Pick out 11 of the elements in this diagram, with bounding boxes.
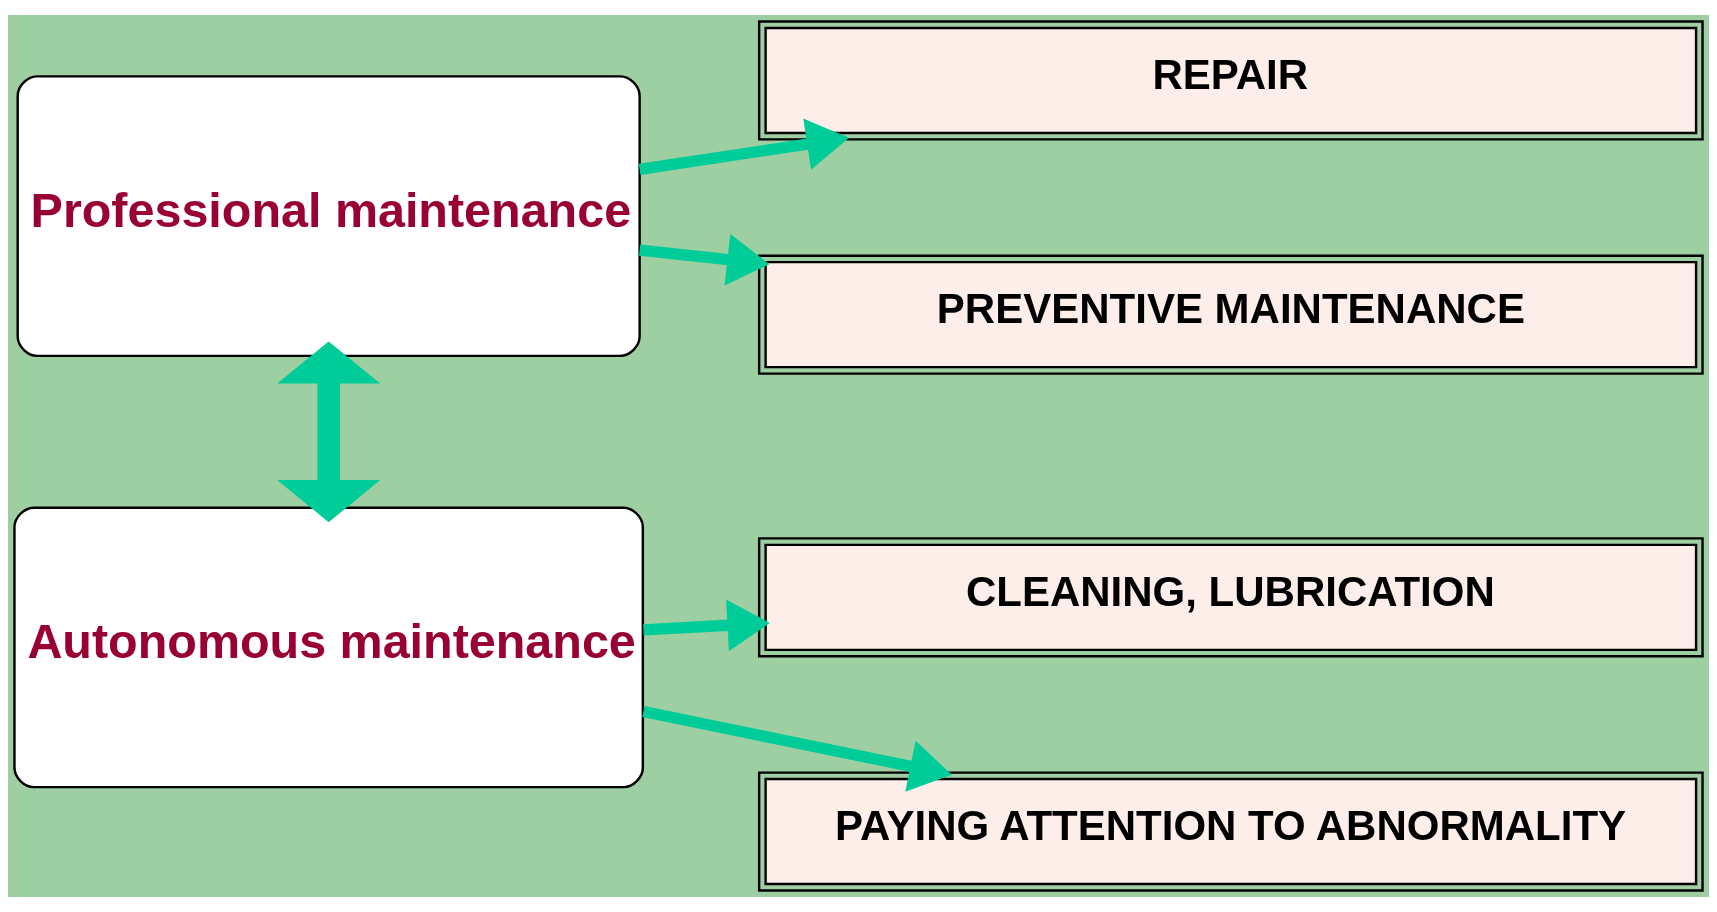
arrow xyxy=(277,341,381,523)
arrow xyxy=(639,233,770,286)
arrow xyxy=(638,118,849,175)
arrow xyxy=(642,706,952,792)
node-box: Autonomous maintenance xyxy=(13,506,645,789)
node-box: Professional maintenance xyxy=(16,75,641,358)
node-box: PREVENTIVE MAINTENANCE xyxy=(757,254,1704,375)
node-box: CLEANING, LUBRICATION xyxy=(757,537,1704,658)
node-box: REPAIR xyxy=(757,20,1704,141)
node-box: PAYING ATTENTION TO ABNORMALITY xyxy=(757,771,1704,892)
arrow xyxy=(643,599,770,652)
